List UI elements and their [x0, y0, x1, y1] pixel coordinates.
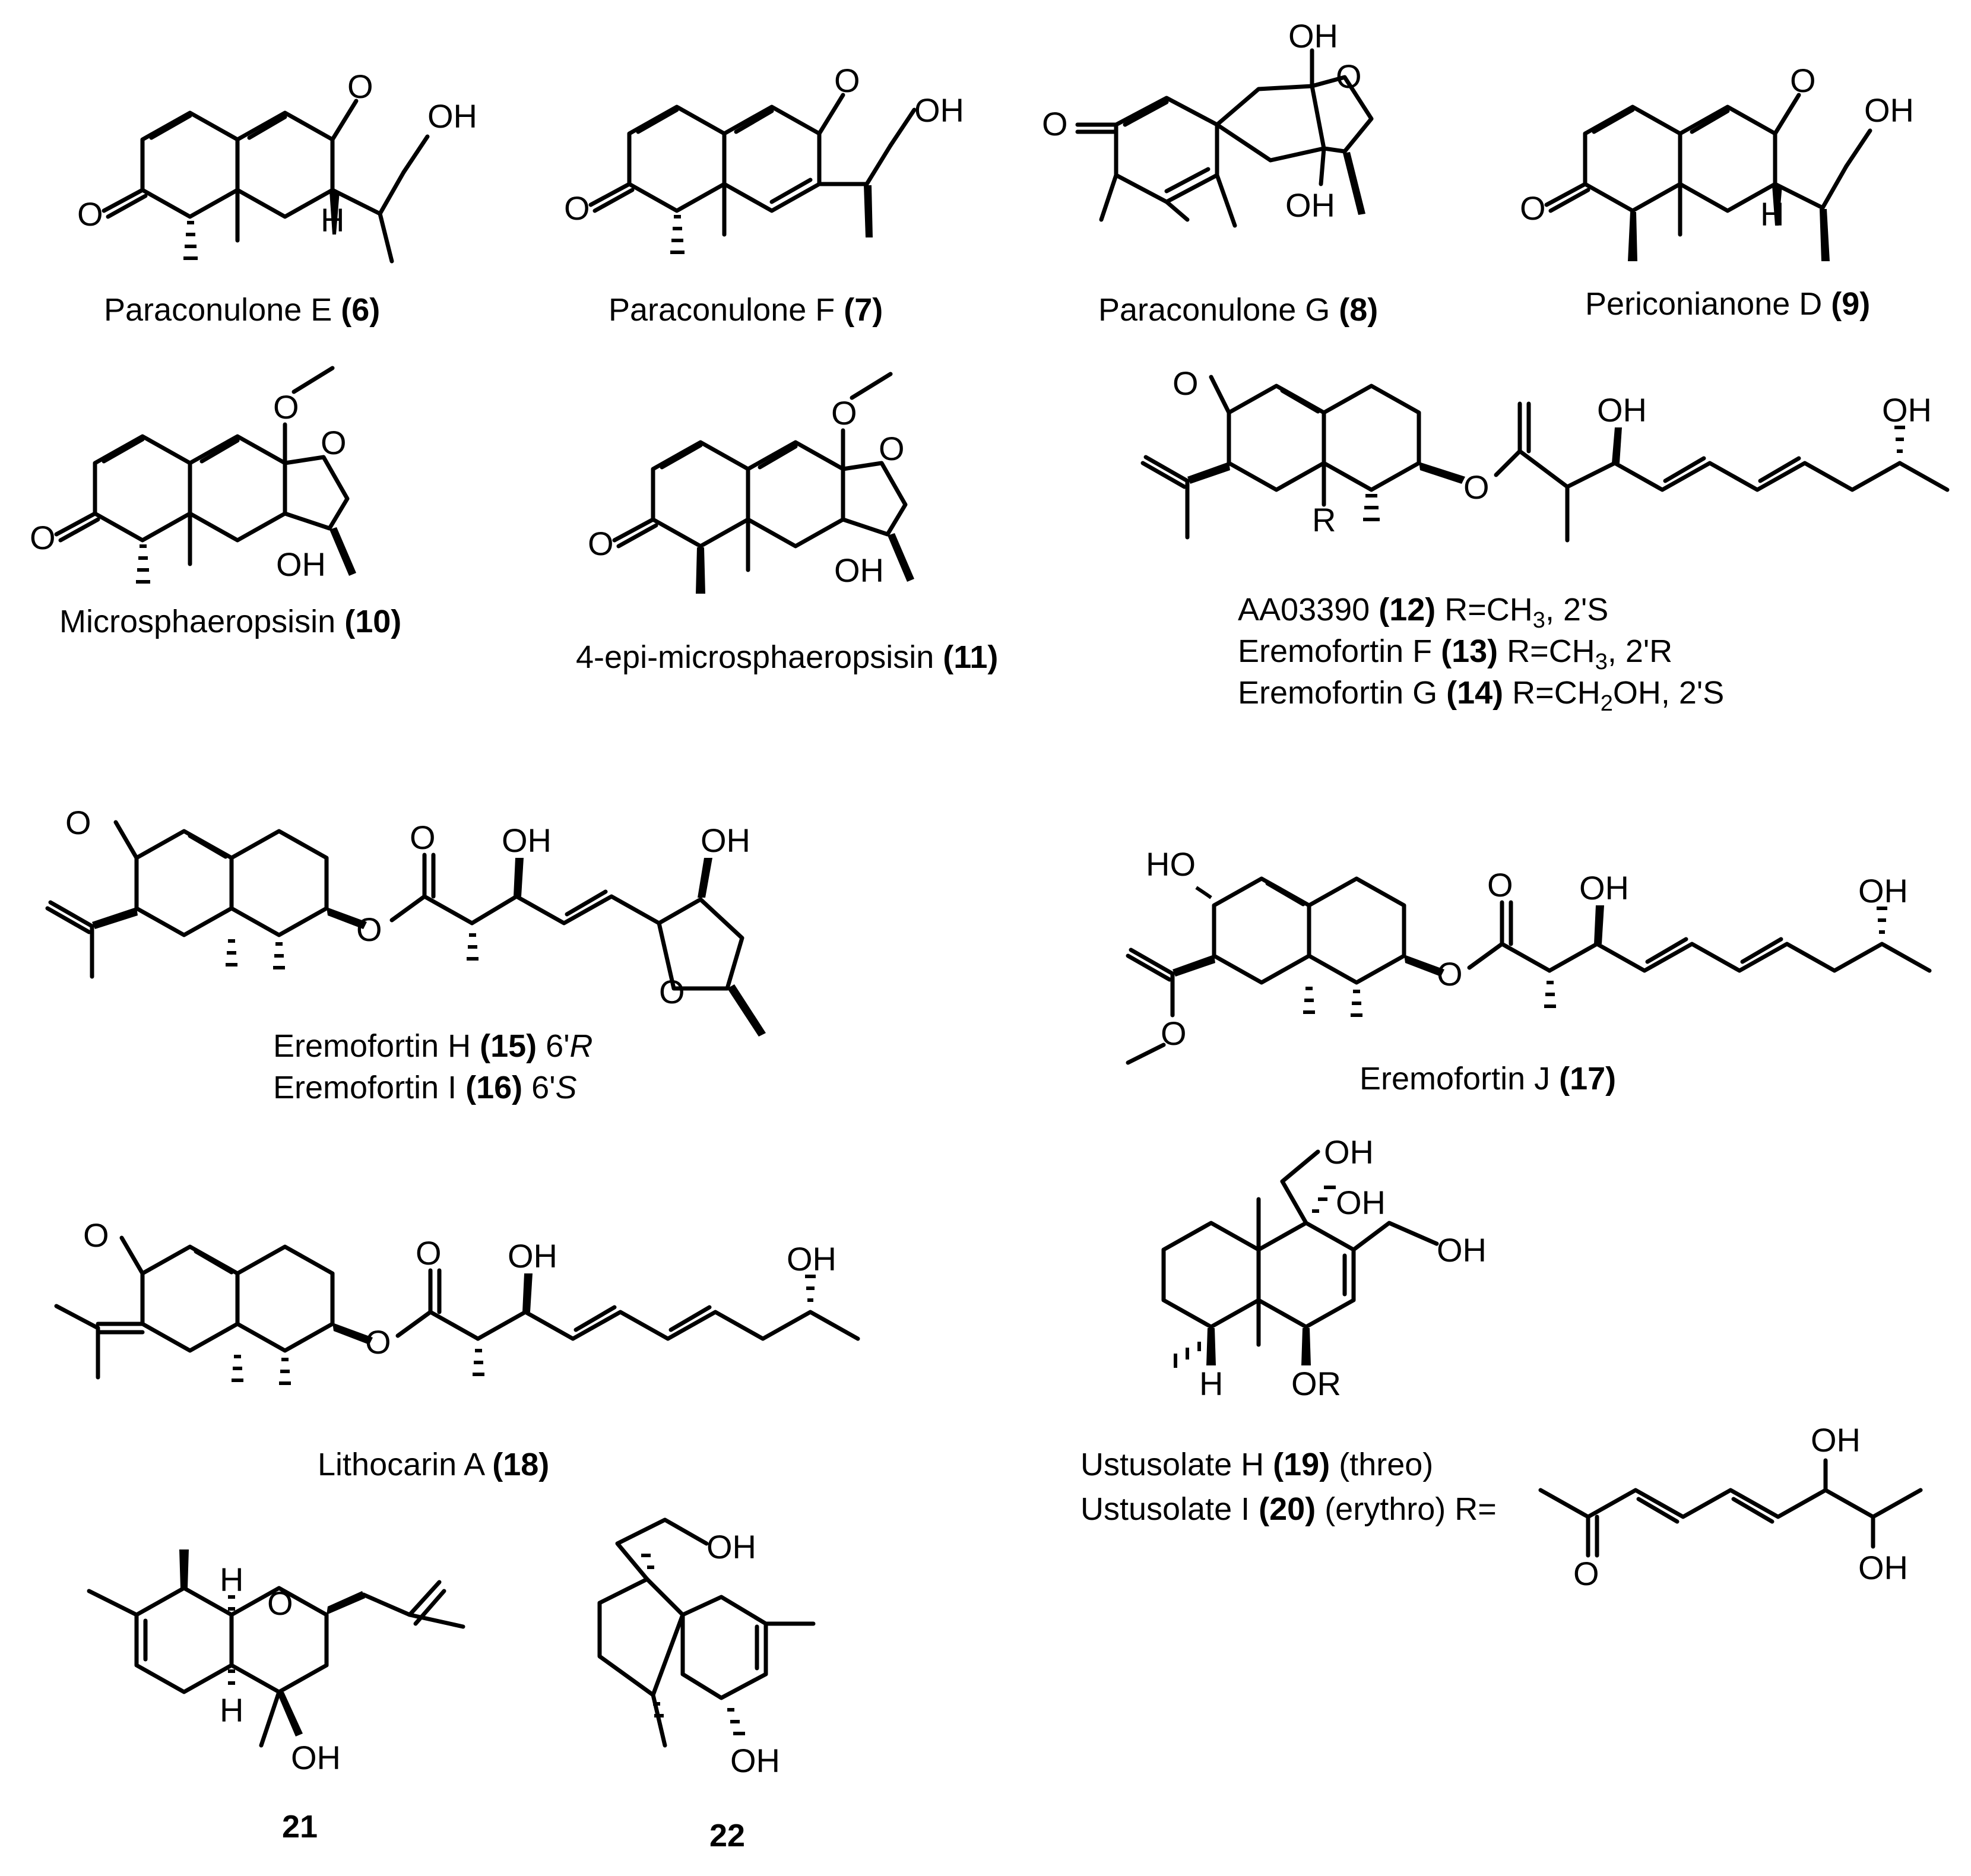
atom-label: OH — [291, 1739, 341, 1776]
atom-label: H — [321, 201, 344, 239]
atom-label: OH — [914, 91, 964, 129]
atom-label: H — [220, 1691, 243, 1729]
atom-label: O — [1042, 105, 1068, 142]
atom-label: O — [834, 62, 860, 99]
atom-label: O — [83, 1216, 109, 1254]
compound-caption: Eremofortin I (16) 6'S — [273, 1070, 577, 1105]
structure-6: O OH O H Paraconulone E (6) — [77, 68, 477, 328]
compound-caption: Ustusolate I (20) (erythro) R= — [1080, 1491, 1497, 1527]
structure-22: OH OH 22 — [597, 1517, 816, 1853]
compound-caption: Periconianone D (9) — [1585, 286, 1870, 322]
compound-caption: Eremofortin G (14) R=CH2OH, 2'S — [1238, 675, 1724, 716]
atom-label: H — [1760, 195, 1784, 233]
atom-label: O — [416, 1234, 442, 1272]
atom-label: O — [77, 195, 103, 233]
atom-label: O — [1790, 62, 1816, 99]
atom-label: O — [30, 519, 56, 556]
atom-label: OH — [427, 97, 477, 135]
atom-label: O — [1573, 1555, 1599, 1592]
atom-label: O — [564, 189, 590, 227]
atom-label: O — [65, 804, 91, 841]
compound-caption: AA03390 (12) R=CH3, 2'S — [1238, 592, 1608, 633]
compound-caption: Ustusolate H (19) (threo) — [1080, 1447, 1433, 1482]
structure-15-16: O O O OH OH O Eremofortin H (15) 6'R Ere… — [45, 804, 766, 1105]
atom-label: OH — [1336, 1184, 1386, 1221]
compound-caption: Paraconulone G (8) — [1098, 292, 1378, 328]
atom-label: O — [1520, 189, 1546, 227]
atom-label: O — [347, 68, 373, 105]
atom-label: OH — [834, 552, 884, 589]
atom-label: OH — [1285, 186, 1335, 224]
atom-label: O — [879, 430, 905, 467]
compound-number: 22 — [709, 1818, 745, 1853]
atom-label: R — [1312, 501, 1336, 538]
atom-label: O — [321, 424, 347, 461]
compound-caption: Eremofortin F (13) R=CH3, 2'R — [1238, 633, 1672, 674]
atom-label: O — [365, 1323, 391, 1361]
atom-label: OH — [1858, 872, 1908, 910]
atom-label: OH — [1811, 1421, 1861, 1459]
atom-label: O — [1437, 955, 1463, 993]
structure-17: HO O O O OH OH Eremofortin J (17) — [1126, 845, 1932, 1097]
atom-label: O — [588, 525, 614, 562]
atom-label: H — [1199, 1365, 1223, 1402]
compound-caption: Eremofortin J (17) — [1360, 1061, 1616, 1097]
compound-caption: 4-epi-microsphaeropsisin (11) — [576, 639, 998, 675]
atom-label: OH — [1579, 869, 1629, 907]
atom-label: OH — [1597, 391, 1647, 429]
atom-label: HO — [1146, 845, 1196, 883]
atom-label: OH — [706, 1528, 756, 1566]
atom-label: O — [1487, 866, 1513, 904]
atom-label: OH — [276, 546, 326, 583]
structure-10: O O O OH Microsphaeropsisin (10) — [30, 366, 401, 639]
compound-caption: Paraconulone F (7) — [609, 292, 883, 328]
atom-label: OH — [502, 822, 552, 859]
structure-19-20: OH OH OH H OR Ustusolate H (19) (threo) … — [1080, 1133, 1923, 1592]
compound-number: 21 — [282, 1809, 318, 1845]
atom-label: O — [1336, 58, 1362, 95]
atom-label: O — [410, 819, 436, 856]
atom-label: H — [220, 1561, 243, 1598]
structure-8: O OH O OH Paraconulone G (8) — [1042, 17, 1378, 328]
atom-label: OH — [1858, 1549, 1908, 1586]
atom-label: OH — [508, 1237, 557, 1275]
atom-label: OH — [787, 1240, 836, 1278]
atom-label: O — [831, 394, 857, 432]
atom-label: OH — [1864, 91, 1914, 129]
compound-caption: Eremofortin H (15) 6'R — [273, 1028, 593, 1064]
compound-caption: Lithocarin A (18) — [318, 1447, 549, 1482]
atom-label: OH — [1882, 391, 1932, 429]
structure-9: O OH O H Periconianone D (9) — [1520, 62, 1914, 322]
atom-label: OR — [1291, 1365, 1341, 1402]
structure-12-14: O R O OH OH AA03390 (12) R=CH3, 2'S Erem… — [1140, 365, 1950, 716]
atom-label: O — [273, 388, 299, 426]
atom-label: O — [1173, 365, 1199, 402]
atom-label: O — [356, 911, 382, 948]
structure-18: O O O OH OH Lithocarin A (18) — [54, 1216, 860, 1482]
atom-label: OH — [730, 1742, 780, 1779]
atom-label: OH — [1437, 1231, 1487, 1269]
compound-caption: Microsphaeropsisin (10) — [59, 604, 401, 639]
atom-label: O — [1463, 468, 1490, 506]
atom-label: O — [659, 973, 685, 1010]
structure-7: O OH O Paraconulone F (7) — [564, 62, 964, 328]
atom-label: OH — [701, 822, 750, 859]
atom-label: O — [267, 1585, 293, 1622]
atom-label: O — [1161, 1015, 1187, 1052]
atom-label: OH — [1288, 17, 1338, 55]
structure-11: O O O OH 4-epi-microsphaeropsisin (11) — [576, 372, 998, 675]
atom-label: OH — [1324, 1133, 1374, 1171]
compound-caption: Paraconulone E (6) — [104, 292, 380, 328]
structure-21: H O H OH 21 — [87, 1549, 465, 1845]
